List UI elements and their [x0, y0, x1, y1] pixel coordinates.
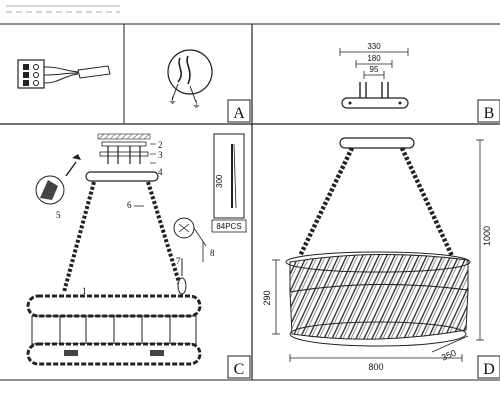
canopy-d — [339, 137, 415, 149]
part-6: 6 — [127, 200, 132, 210]
part-1: 1 — [82, 286, 87, 296]
svg-text:⏚: ⏚ — [192, 100, 201, 110]
ceiling-mount — [85, 133, 159, 182]
panel-d: 1000 290 800 350 D — [262, 137, 500, 379]
panel-c: 2 3 4 5 6 7 8 1 — [26, 133, 251, 379]
dim-290: 290 — [262, 290, 272, 305]
dim-350: 350 — [440, 348, 458, 363]
chain-right-d — [399, 147, 455, 257]
chandelier-body-d — [285, 251, 471, 347]
chain-left-d — [297, 147, 355, 257]
dim-depth — [431, 335, 469, 353]
part-3: 3 — [158, 150, 163, 160]
dim-total-height — [476, 139, 484, 341]
part-2: 2 — [158, 140, 163, 150]
cable-wires — [43, 65, 111, 84]
dim-330: 330 — [367, 42, 381, 51]
wire-connector-detail: ⏚ ⏚ — [167, 49, 213, 110]
dim-800: 800 — [368, 362, 383, 372]
canopy-bolts — [359, 82, 389, 98]
panel-a-letter: A — [233, 105, 245, 122]
dim-95: 95 — [370, 65, 379, 74]
chandelier-frame-c — [26, 294, 202, 366]
dim-mount-span — [355, 60, 393, 68]
panel-a: ⏚ ⏚ A — [17, 49, 251, 123]
part-8: 8 — [210, 248, 215, 258]
panel-d-letter: D — [483, 361, 495, 378]
svg-text:⏚: ⏚ — [168, 96, 177, 106]
inset-count: 84PCS — [216, 222, 241, 231]
dim-1000: 1000 — [482, 226, 492, 246]
callout-lines — [150, 143, 156, 173]
inset-length: 300 — [215, 174, 224, 188]
panel-b: 330 180 95 B — [339, 42, 500, 123]
crystal-inset: 300 84PCS — [211, 133, 247, 233]
hook-detail — [35, 154, 81, 205]
panel-c-letter: C — [234, 361, 245, 378]
part-7: 7 — [176, 256, 181, 266]
frame-lines — [0, 23, 500, 381]
part-4: 4 — [158, 167, 163, 177]
chain-right-c — [146, 181, 184, 293]
header-remnant — [6, 5, 120, 13]
bulb-detail — [173, 217, 207, 295]
chain-left-c — [62, 181, 96, 293]
panel-b-letter: B — [484, 105, 495, 122]
dim-width-total — [339, 48, 409, 56]
dim-180: 180 — [367, 54, 381, 63]
dim-body-height — [272, 259, 280, 335]
dim-width — [289, 354, 463, 362]
dim-inner-span — [363, 71, 385, 79]
part-5: 5 — [56, 210, 61, 220]
canopy-plate — [341, 97, 409, 109]
terminal-block — [17, 59, 45, 89]
